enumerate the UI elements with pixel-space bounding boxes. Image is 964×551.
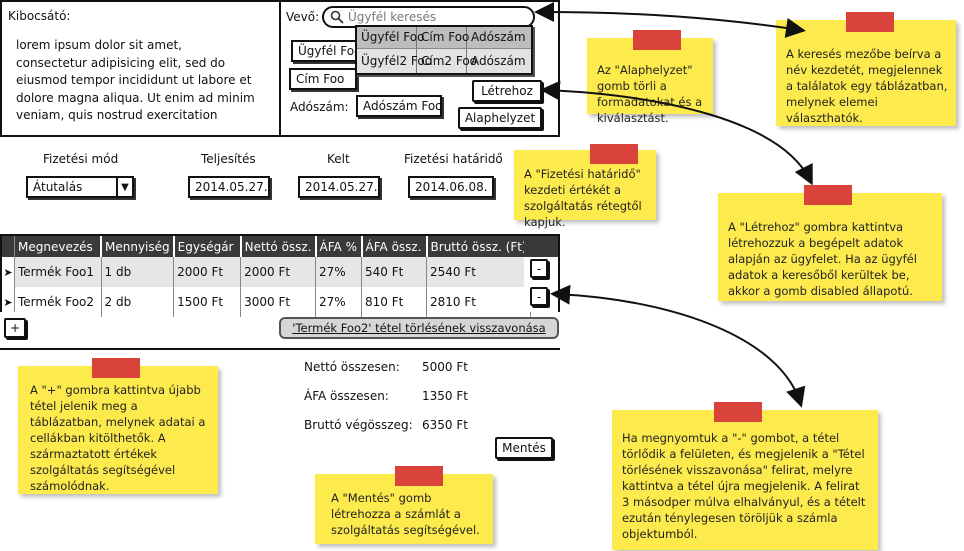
payment-method-label: Fizetési mód xyxy=(43,152,119,166)
search-placeholder: Ügyfél keresés xyxy=(348,10,437,24)
results-col-address: Cím Foo xyxy=(417,27,469,48)
search-icon xyxy=(330,10,344,24)
cell-unit-price[interactable]: 2000 Ft xyxy=(173,257,242,287)
payment-method-select[interactable]: Átutalás ▼ xyxy=(26,176,134,198)
payment-deadline-label: Fizetési határidő xyxy=(404,152,503,166)
net-total-value: 5000 Ft xyxy=(422,360,468,374)
save-button[interactable]: Mentés xyxy=(495,437,553,459)
table-row[interactable]: Termék Foo1 1 db 2000 Ft 2000 Ft 27% 540… xyxy=(15,257,532,287)
col-unit-price: Egységár xyxy=(173,236,242,257)
payment-deadline-field[interactable]: 2014.06.08. xyxy=(408,176,494,198)
note-tape xyxy=(846,12,894,32)
items-top-line xyxy=(0,234,560,236)
cell-name[interactable]: Termék Foo1 xyxy=(15,257,102,287)
issue-date-label: Kelt xyxy=(327,152,350,166)
search-results-header[interactable]: Ügyfél Foo Cím Foo Adószám xyxy=(357,27,531,49)
search-results-table: Ügyfél Foo Cím Foo Adószám Ügyfél2 Foo C… xyxy=(355,25,533,75)
gross-total-value: 6350 Ft xyxy=(422,418,468,432)
tax-number-label: Adószám: xyxy=(290,100,349,114)
cell-quantity[interactable]: 2 db xyxy=(101,287,175,317)
items-table: Megnevezés Mennyiség Egységár Nettó össz… xyxy=(15,236,532,317)
note-add: A "+" gombra kattintva újabb tétel jelen… xyxy=(18,358,218,494)
header-divider xyxy=(279,0,281,137)
fulfillment-date-label: Teljesítés xyxy=(201,152,256,166)
cell-vat-percent[interactable]: 27% xyxy=(315,287,363,317)
cell-gross-total: 2810 Ft xyxy=(426,287,532,317)
result-tax: Adószám xyxy=(471,54,526,68)
row-drag-handle[interactable]: ➤ xyxy=(3,295,13,309)
result-address: Cím2 Foo xyxy=(417,49,477,73)
reset-button[interactable]: Alaphelyzet xyxy=(458,107,542,129)
invoicer-address: lorem ipsum dolor sit amet, consectetur … xyxy=(16,38,255,122)
undo-delete-link[interactable]: 'Termék Foo2' tétel törlésének visszavon… xyxy=(279,317,559,339)
table-row[interactable]: Termék Foo2 2 db 1500 Ft 3000 Ft 27% 810… xyxy=(15,287,532,317)
cell-name[interactable]: Termék Foo2 xyxy=(15,287,102,317)
col-name: Megnevezés xyxy=(15,236,102,257)
cell-vat-total: 540 Ft xyxy=(361,257,428,287)
cell-net-total: 2000 Ft xyxy=(240,257,317,287)
buyer-label: Vevő: xyxy=(286,10,320,24)
search-result-row[interactable]: Ügyfél2 Foo Cím2 Foo Adószám xyxy=(357,49,531,73)
remove-row-button[interactable]: - xyxy=(530,287,548,306)
items-bottom-line xyxy=(0,348,560,350)
cell-vat-total: 810 Ft xyxy=(361,287,428,317)
note-create-text: A "Létrehoz" gombra kattintva létrehozzu… xyxy=(728,220,917,298)
col-quantity: Mennyiség xyxy=(101,236,175,257)
cell-quantity[interactable]: 1 db xyxy=(101,257,175,287)
customer-address-field[interactable]: Cím Foo xyxy=(289,68,357,90)
issue-date-field[interactable]: 2014.05.27. xyxy=(298,176,380,198)
results-col-name: Ügyfél Foo xyxy=(357,27,424,48)
result-name: Ügyfél2 Foo xyxy=(357,49,432,73)
col-net-total: Nettó össz. xyxy=(240,236,317,257)
fulfillment-date-field[interactable]: 2014.05.27. xyxy=(188,176,270,198)
row-drag-handle[interactable]: ➤ xyxy=(3,265,13,279)
note-save-text: A "Mentés" gomb létrehozza a számlát a s… xyxy=(331,491,480,537)
items-header-row: Megnevezés Mennyiség Egységár Nettó össz… xyxy=(15,236,532,257)
col-vat-percent: ÁFA % xyxy=(315,236,363,257)
undo-delete-text: 'Termék Foo2' tétel törlésének visszavon… xyxy=(292,321,546,335)
note-add-text: A "+" gombra kattintva újabb tétel jelen… xyxy=(30,383,206,493)
note-create: A "Létrehoz" gombra kattintva létrehozzu… xyxy=(718,185,942,301)
col-vat-total: ÁFA össz. xyxy=(361,236,428,257)
note-remove: Ha megnyomtuk a "-" gombot, a tétel törl… xyxy=(612,402,878,550)
col-gross-total: Bruttó össz. (Ft) xyxy=(426,236,532,257)
results-col-tax: Adószám xyxy=(471,30,526,44)
cell-gross-total: 2540 Ft xyxy=(426,257,532,287)
cell-vat-percent[interactable]: 27% xyxy=(315,257,363,287)
vat-total-value: 1350 Ft xyxy=(422,389,468,403)
chevron-down-icon: ▼ xyxy=(116,178,132,196)
tax-number-field[interactable]: Adószám Foo xyxy=(356,95,443,117)
customer-name-field[interactable]: Ügyfél Foo xyxy=(291,40,361,62)
items-table-frame xyxy=(0,236,560,312)
remove-row-button[interactable]: - xyxy=(530,259,548,278)
add-row-button[interactable]: + xyxy=(4,318,26,338)
arrow-remove xyxy=(550,284,806,408)
cell-unit-price[interactable]: 1500 Ft xyxy=(173,287,242,317)
arrow-create xyxy=(540,80,813,186)
create-customer-button[interactable]: Létrehoz xyxy=(472,80,542,102)
note-remove-text: Ha megnyomtuk a "-" gombot, a tétel törl… xyxy=(622,431,866,541)
row-handle-column: ➤ ➤ xyxy=(2,236,15,312)
arrow-search xyxy=(534,2,806,38)
note-tape xyxy=(92,358,140,378)
invoicer-label: Kibocsátó: xyxy=(8,9,71,23)
note-tape xyxy=(804,185,852,205)
net-total-label: Nettó összesen: xyxy=(304,360,400,374)
note-tape xyxy=(395,466,443,486)
payment-method-value: Átutalás xyxy=(33,180,83,194)
cell-net-total: 3000 Ft xyxy=(240,287,317,317)
note-save: A "Mentés" gomb létrehozza a számlát a s… xyxy=(315,466,493,544)
gross-total-label: Bruttó végösszeg: xyxy=(304,418,413,432)
vat-total-label: ÁFA összesen: xyxy=(304,389,389,403)
